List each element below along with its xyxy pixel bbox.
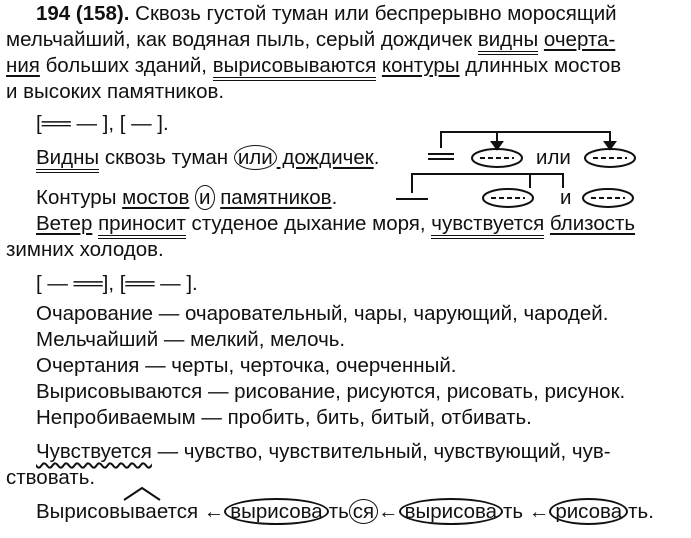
predicate-word: чувствуется <box>431 212 545 239</box>
scheme-2: [ — ══], [══ — ]. <box>36 272 198 295</box>
chuvstv-line-2: ствовать. <box>6 466 96 489</box>
subject-word: близость <box>549 212 636 235</box>
stem-oval: вырисова <box>398 498 504 525</box>
subject-kontury: контуры <box>381 54 460 77</box>
predicate-vidny: видны <box>477 28 539 55</box>
root-line: Непробиваемым — пробить, бить, битый, от… <box>36 406 532 429</box>
task-text: длинных мостов <box>459 54 622 77</box>
arrow-icon <box>490 141 504 151</box>
phrase-text: сквозь туман <box>99 146 234 169</box>
task-line-3: ния больших зданий, вырисовываются конту… <box>6 54 622 81</box>
postfix-circle: ся <box>348 499 379 524</box>
morph-word: Вырисовывается <box>36 500 199 523</box>
root-line: Вырисовываются — рисование, рисуются, ри… <box>36 380 626 403</box>
suffix-mark <box>123 486 161 501</box>
stem-oval: вырисова <box>224 498 329 525</box>
predicate-word: Видны <box>36 146 100 173</box>
conjunction-circle: и <box>195 185 215 210</box>
arrow-icon: ← <box>203 500 225 523</box>
arrow-icon: ← <box>528 500 550 523</box>
schema-ili: или <box>536 146 571 169</box>
subject-word: памятников <box>220 186 332 209</box>
subject-word: Ветер <box>36 212 93 235</box>
ending: ть <box>503 500 524 523</box>
period: . <box>373 146 380 169</box>
root-line: Очарование — очаровательный, чары, чарую… <box>36 302 609 325</box>
task-line-2: мельчайший, как водяная пыль, серый дожд… <box>6 28 616 55</box>
subject-text: Контуры <box>36 186 123 209</box>
task-text: больших зданий, <box>39 54 213 77</box>
predicate-word: приносит <box>98 212 186 239</box>
predicate-vyrisovyvayutsya: вырисовываются <box>212 54 377 81</box>
root-line: Мельчайший — мелкий, мелочь. <box>36 328 346 351</box>
stem-oval: рисова <box>549 498 629 525</box>
analysis-sentence-3-end: зимних холодов. <box>6 238 164 261</box>
ending: ть. <box>628 500 654 523</box>
schema-2-diagram <box>396 173 634 208</box>
schema-i: и <box>560 186 572 209</box>
analysis-sentence-1: Видны сквозь туман или дождичек. <box>36 145 380 173</box>
conjunction-circle: или <box>233 145 277 170</box>
subject-ochertaniya: очерта- <box>543 28 616 51</box>
bracket-line <box>411 173 564 193</box>
subject-oval <box>482 188 534 208</box>
schema-1-diagram <box>428 131 636 168</box>
task-line-1: 194 (158). Сквозь густой туман или беспр… <box>36 2 617 26</box>
period: . <box>331 186 338 209</box>
phrase-text: студеное дыхание моря, <box>185 212 432 235</box>
underlined-word: Чувствуется <box>36 440 152 463</box>
analysis-sentence-3: Ветер приносит студеное дыхание моря, чу… <box>36 212 636 239</box>
task-line-4: и высоких памятников. <box>6 80 225 103</box>
task-text: Сквозь густой туман или беспрерывно моро… <box>129 2 617 25</box>
root-text: — чувство, чувствительный, чувствующий, … <box>151 440 611 463</box>
arrow-icon: ← <box>378 500 399 523</box>
chuvstv-line: Чувствуется — чувство, чувствительный, ч… <box>36 440 611 464</box>
root-line: Очертания — черты, черточка, очерченный. <box>36 354 457 377</box>
bracket-line <box>440 131 611 149</box>
scheme-1: [══ — ], [ — ]. <box>36 112 169 135</box>
subject-word: мостов <box>122 186 190 209</box>
task-number: 194 (158). <box>36 2 130 25</box>
task-text: мельчайший, как водяная пыль, серый дожд… <box>6 28 478 51</box>
ending: ть <box>328 500 349 523</box>
subject-ochertaniya-end: ния <box>6 54 40 77</box>
subject-oval <box>582 188 634 208</box>
arrow-icon <box>603 141 617 151</box>
subject-word: дождичек <box>276 146 374 169</box>
analysis-sentence-2: Контуры мостов и памятников. <box>36 185 338 210</box>
